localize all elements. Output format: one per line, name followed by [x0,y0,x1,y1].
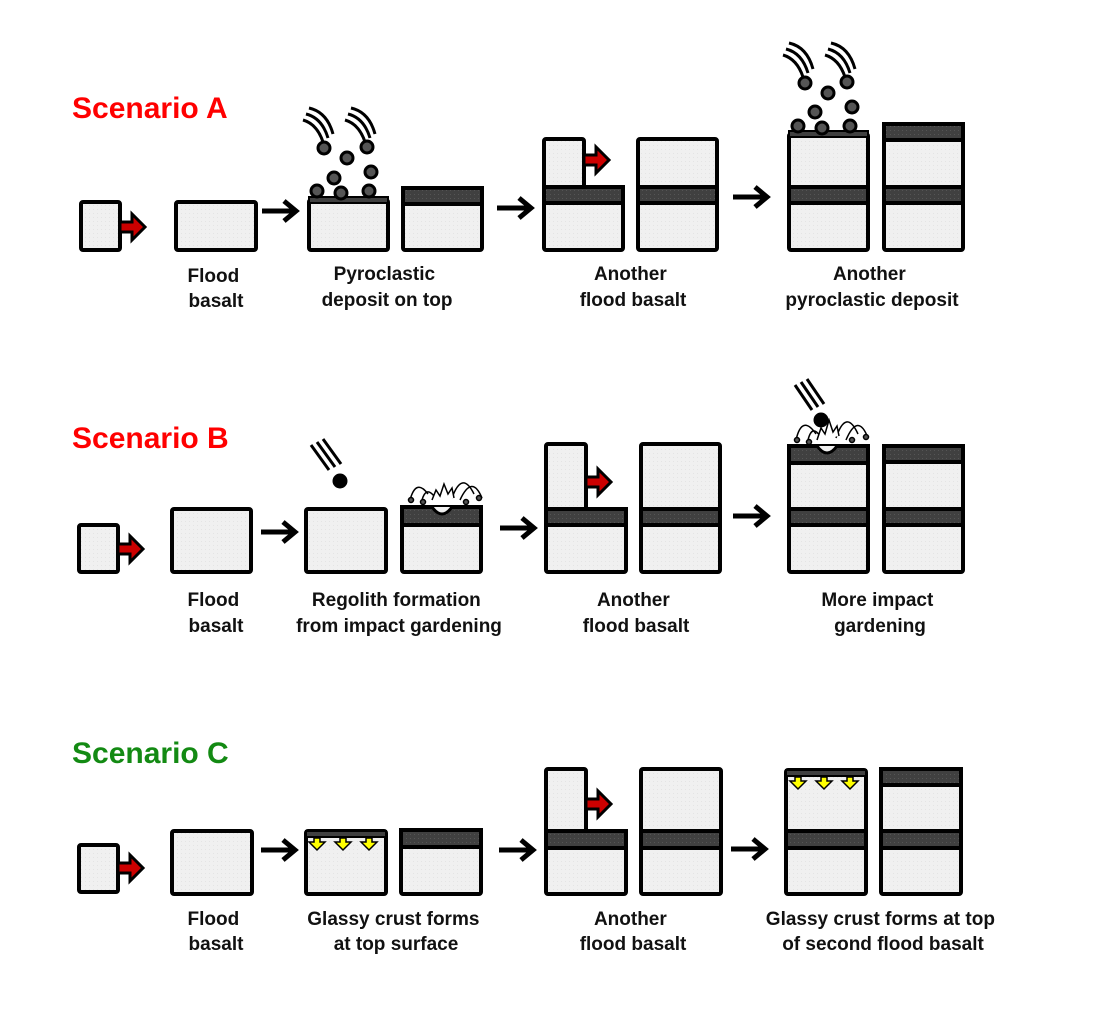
caption: Flood basalt [188,590,245,637]
impact-ejecta-icon [407,481,483,506]
second-impact-block [787,444,870,574]
flow-arrow-icon [500,516,538,540]
flow-arrow-icon [733,504,771,528]
vent-block [79,200,122,252]
cooling-arrow-icon [788,776,860,791]
caption: Another pyroclastic deposit [785,264,959,311]
pyroclast-cluster-icon [782,41,860,136]
final-stratigraphy-block [882,444,965,574]
flow-arrow-icon [499,838,537,862]
impact-ejecta-icon [793,417,870,446]
flow-arrow-icon [261,838,299,862]
caption: Regolith formation from impact gardening [296,590,502,637]
caption: Pyroclastic deposit on top [322,264,453,311]
second-eruption-block [544,767,628,896]
flood-basalt-block [174,200,258,252]
vent-block [77,843,120,894]
scenario-b-title: Scenario B [72,422,229,455]
caption: Another flood basalt [583,590,690,637]
meteorite-icon [793,378,829,428]
red-arrow-icon [584,787,614,821]
second-pyroclastic-eruption-block [787,130,870,252]
flood-basalt-block [170,507,253,574]
scenario-c: Scenario C [72,737,1000,955]
glassy-crust-block [399,828,483,896]
caption: Glassy crust forms at top surface [307,909,484,955]
cooling-arrow-icon [307,837,379,852]
flow-arrow-icon [261,520,299,544]
pyroclast-cluster-icon [302,106,379,201]
red-arrow-icon [582,143,612,177]
final-stratigraphy-block [882,122,965,252]
flow-arrow-icon [731,837,769,861]
second-eruption-block [544,442,628,574]
red-arrow-icon [118,210,148,244]
vent-block [77,523,120,574]
caption: Flood basalt [188,909,245,955]
final-stratigraphy-block [879,767,963,896]
pyroclastic-eruption-block [307,196,390,252]
meteorite-icon [309,438,348,489]
pyroclastic-deposit-block [401,186,484,252]
flood-basalt-block [170,829,254,896]
red-arrow-icon [584,465,614,499]
scenario-a: Scenario A [72,41,965,312]
scenario-b: Scenario B [72,378,965,637]
scenario-c-title: Scenario C [72,737,229,770]
red-arrow-icon [116,532,146,566]
two-flood-basalt-block [636,137,719,252]
flow-arrow-icon [733,185,771,209]
caption: Flood basalt [188,266,245,312]
regolith-block [400,505,483,574]
second-cooling-crust-block [784,768,868,896]
two-flood-basalt-block [639,442,722,574]
scenario-a-title: Scenario A [72,92,228,125]
flow-arrow-icon [497,196,535,220]
pre-impact-block [304,507,388,574]
flow-arrow-icon [262,199,300,223]
two-flood-basalt-block [639,767,723,896]
red-arrow-icon [116,851,146,885]
caption: Another flood basalt [580,264,687,311]
caption: Another flood basalt [580,909,687,955]
caption: More impact gardening [821,590,938,637]
caption: Glassy crust forms at top of second floo… [766,909,1000,955]
